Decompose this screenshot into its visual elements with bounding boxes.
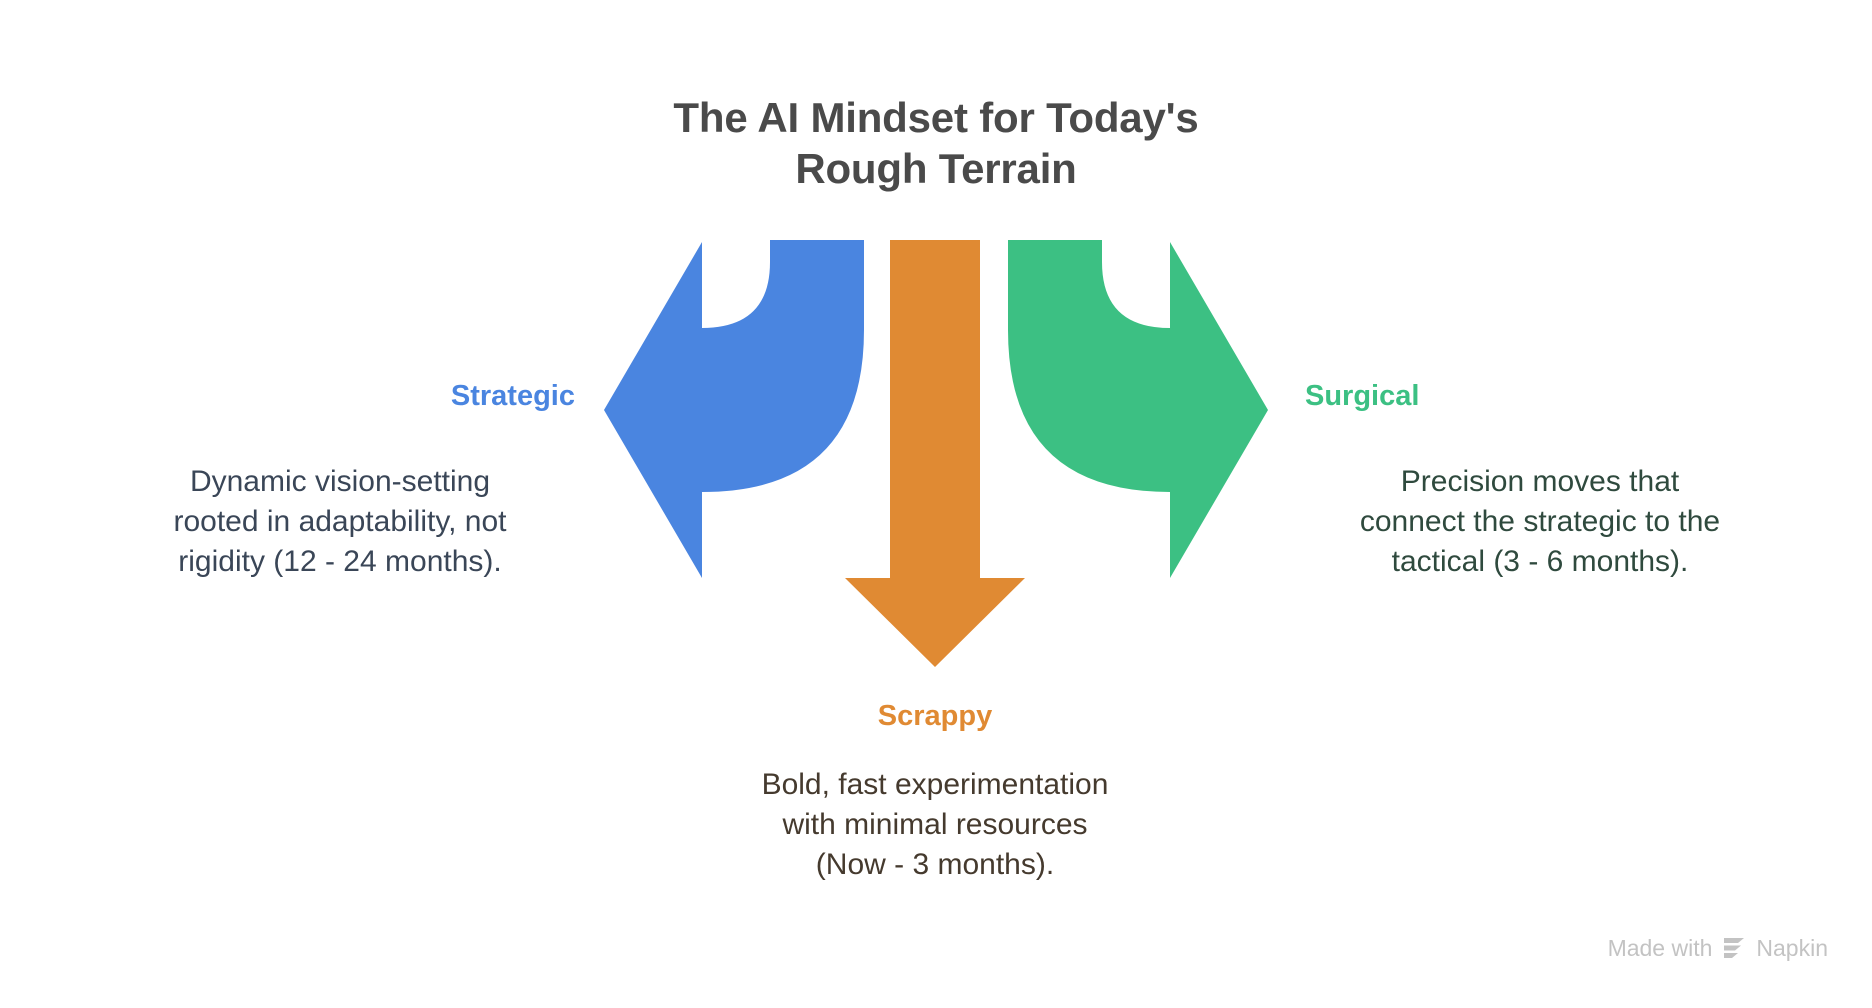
- branch-label-strategic: Strategic: [450, 380, 575, 412]
- watermark-brand-label: Napkin: [1756, 934, 1828, 961]
- page-title: The AI Mindset for Today's Rough Terrain: [673, 94, 1199, 193]
- branch-description-strategic: Dynamic vision-setting rooted in adaptab…: [173, 465, 507, 578]
- watermark-prefix-label: Made with: [1607, 934, 1713, 961]
- branch-description-surgical: Precision moves that connect the strateg…: [1359, 465, 1721, 578]
- branch-label-scrappy: Scrappy: [877, 700, 993, 732]
- branch-label-surgical: Surgical: [1305, 380, 1420, 412]
- curved-arrow-left-strategic: [604, 240, 864, 578]
- curved-arrow-right-surgical: [1008, 240, 1268, 578]
- napkin-watermark: Made with Napkin: [1608, 936, 1828, 960]
- branch-description-scrappy: Bold, fast experimentation with minimal …: [761, 768, 1109, 881]
- straight-arrow-down-scrappy: [845, 240, 1025, 667]
- napkin-logo-icon: [1724, 938, 1745, 958]
